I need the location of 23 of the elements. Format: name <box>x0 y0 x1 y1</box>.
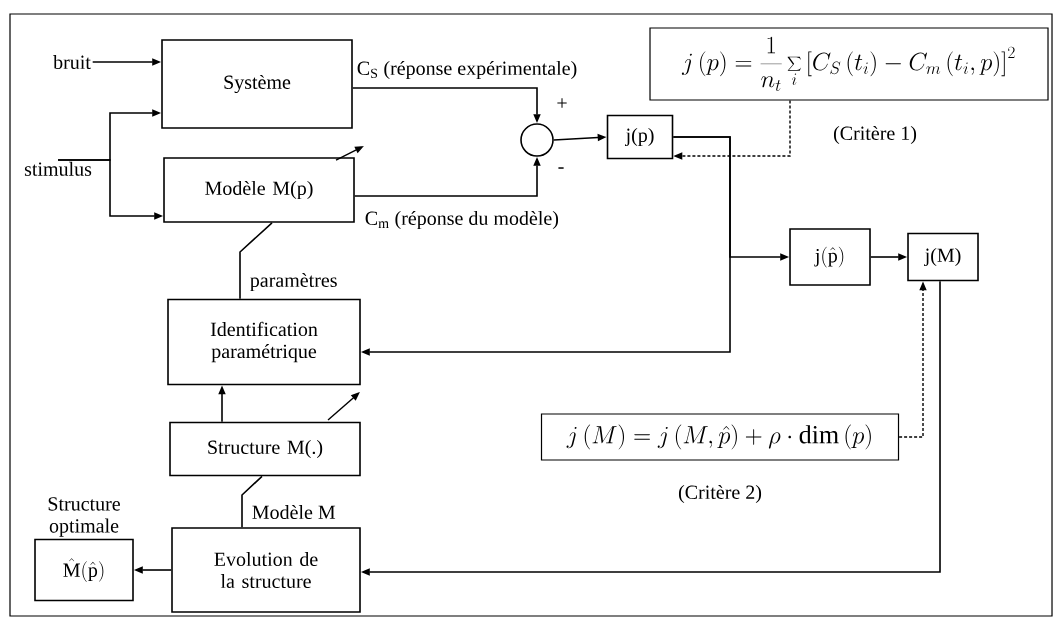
process-box: Structure M(.) <box>169 421 361 477</box>
sign-label: - <box>558 167 564 169</box>
heading: Structure optimale <box>48 497 120 537</box>
input-label: stimulus <box>24 161 92 176</box>
sign-label: + <box>557 98 567 108</box>
process-box: Modèle M(p) <box>163 157 355 223</box>
edge-label: Modèle M <box>250 503 337 521</box>
process-box: j(M) <box>907 232 979 282</box>
edge-label: C$_{S}$ (réponse expérimentale) <box>355 59 579 81</box>
criterion-label: (Critère 2) <box>678 484 762 504</box>
process-box: Identification paramétrique <box>167 298 361 386</box>
summing-circle <box>520 123 554 157</box>
formula-box: $j\left(M\right)=j\left(M,\hat{p}\right)+\rho\cdot\mathrm{dim}\left(p\right)$ <box>540 413 900 461</box>
process-box: $\hat{\mathrm{M}}(\hat{\mathrm{p}})$ <box>34 538 134 602</box>
edge-label: C$_{m}$ (réponse du modèle) <box>363 209 560 231</box>
edge-label: paramètres <box>248 271 339 293</box>
process-box: Evolution de la structure <box>171 527 361 613</box>
criterion-label: (Critère 1) <box>833 125 917 145</box>
process-box: j(p) <box>606 114 674 160</box>
formula-box: $j\left(p\right)=\frac{1}{n_t}\sum_i\left[C_S\left(t_i\right)-C_m\left(t_i,p\right)\right]^2$ <box>649 27 1049 101</box>
input-label: bruit <box>53 54 91 70</box>
process-box: $\mathrm{j}(\hat{\mathrm{p}})$ <box>789 228 871 286</box>
process-box: Système <box>161 39 353 129</box>
